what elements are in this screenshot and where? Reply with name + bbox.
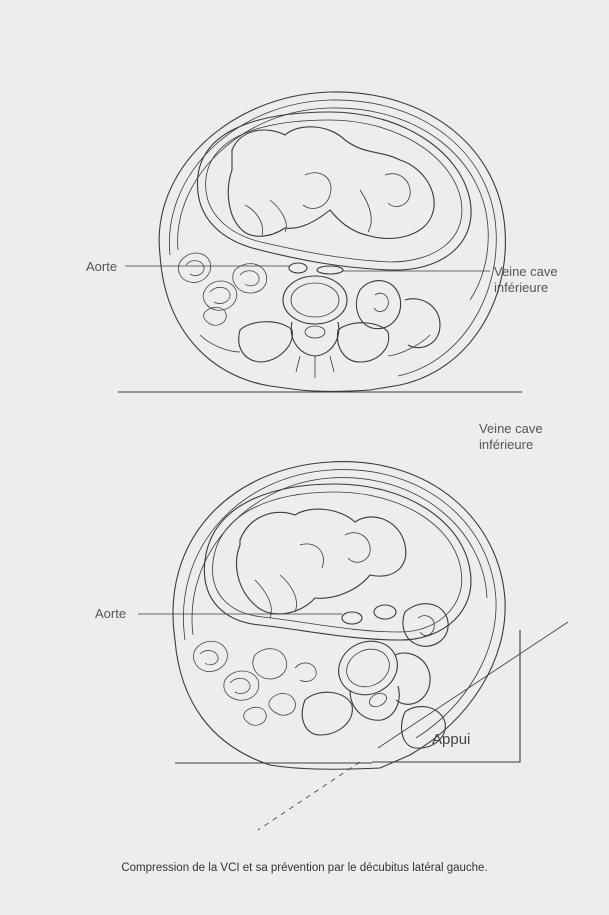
bottom-label-inferieure: inférieure <box>479 437 533 452</box>
bottom-label-aorte: Aorte <box>95 606 126 621</box>
top-label-aorte: Aorte <box>86 259 117 274</box>
top-label-veine-cave: Veine cave <box>494 264 558 279</box>
figure-caption: Compression de la VCI et sa prévention p… <box>0 862 609 874</box>
top-label-inferieure: inférieure <box>494 280 548 295</box>
bottom-label-veine-cave: Veine cave <box>479 421 543 436</box>
bottom-cross-section <box>138 462 568 830</box>
bottom-label-appui: Appui <box>432 731 470 748</box>
top-cross-section <box>118 92 522 392</box>
